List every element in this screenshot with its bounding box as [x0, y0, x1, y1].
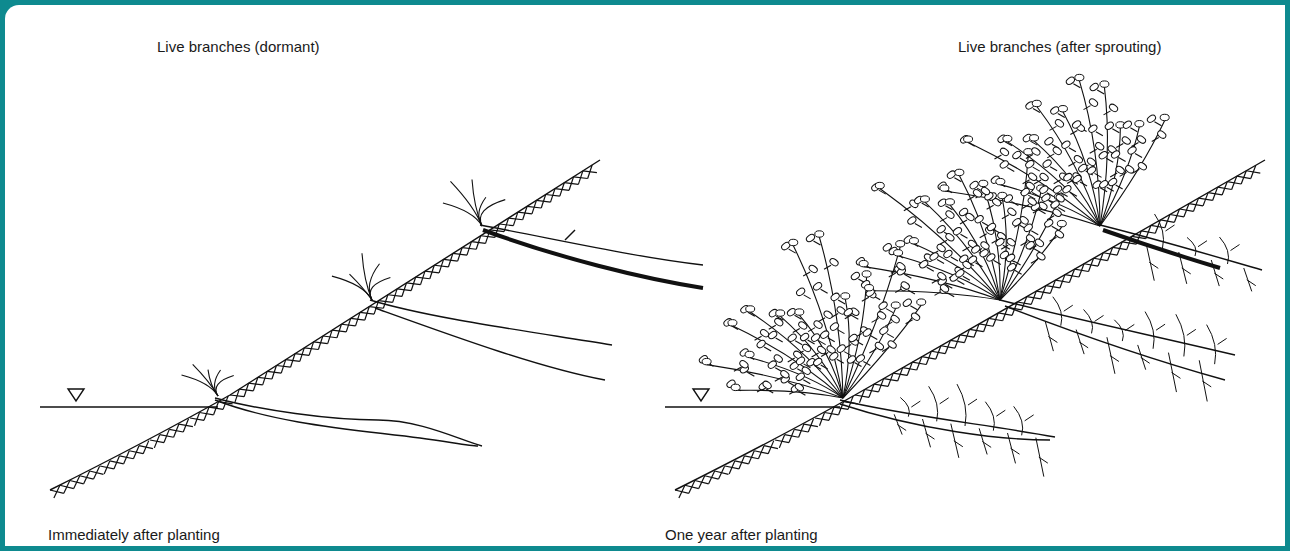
panel-label: Live branches (after sprouting) [958, 38, 1161, 56]
panel-label: Immediately after planting [48, 526, 220, 544]
panel-label: Live branches (dormant) [157, 38, 320, 56]
panel-label: One year after planting [665, 526, 818, 544]
